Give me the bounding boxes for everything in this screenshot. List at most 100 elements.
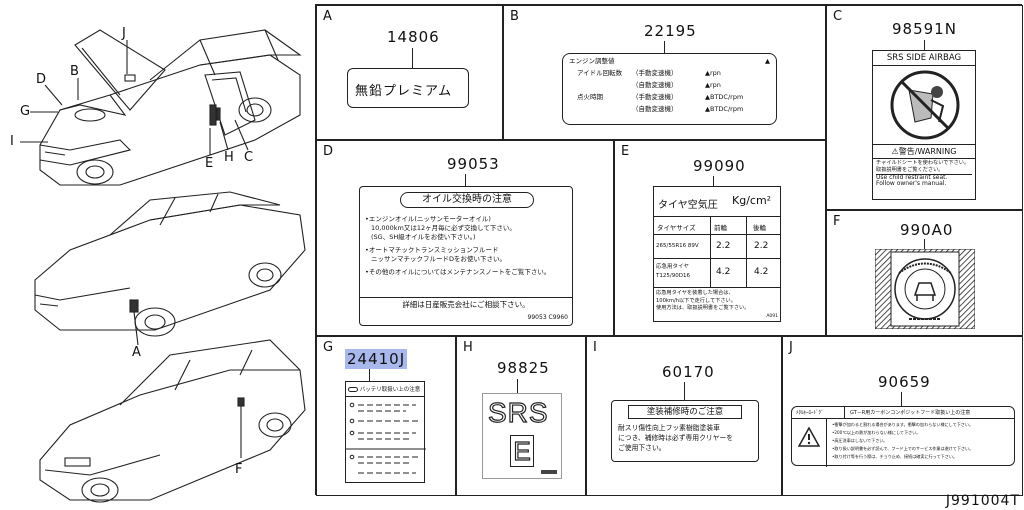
- cell-letter: C: [833, 9, 843, 24]
- row-transmission: （手動変速機）: [632, 93, 678, 101]
- warning-en-line: Follow owner's manual.: [876, 180, 947, 188]
- srs-text: SRS: [487, 396, 549, 428]
- battery-label-title: バッテリ取扱い上の注意: [359, 387, 421, 393]
- cell-letter: J: [789, 340, 793, 355]
- table-header: タイヤサイズ: [657, 224, 696, 232]
- row-item-name: 点火時期: [577, 93, 603, 101]
- warning-jp-line: チャイルドシートを使わないで下さい。: [876, 160, 970, 166]
- tire-label-code: A091: [766, 313, 778, 319]
- leader-line: [369, 369, 370, 381]
- cell-letter: F: [833, 214, 841, 229]
- srs-label: SRS E: [482, 393, 562, 479]
- warning-triangle-icon: ⚠: [891, 147, 899, 156]
- part-number: 22195: [644, 22, 697, 40]
- carbon-hood-line: •高圧洗車はしないで下さい。: [832, 438, 888, 443]
- carbon-hood-header-right: GT－R用カーボンコンポジットフード取扱い上の注意: [850, 410, 971, 416]
- label-grid: A 14806 無鉛プレミアム B 22195 エンジン調整値 ▲ アイドル回転…: [315, 4, 1023, 496]
- leader-line: [901, 392, 902, 406]
- cell-letter: I: [593, 340, 597, 355]
- table-header-row: タイヤサイズ 前輪 後輪: [654, 217, 780, 235]
- engine-tuning-header: エンジン調整値: [569, 57, 615, 65]
- rear-pressure: 4.2: [754, 267, 769, 277]
- table-col-divider: [710, 217, 711, 287]
- part-number: 90659: [878, 373, 931, 391]
- row-transmission: （自動変速機）: [632, 81, 678, 89]
- car-middle-illustration: [34, 191, 306, 346]
- row-value: ▲BTDC/rpm: [705, 93, 744, 101]
- warning-triangle-icon: [798, 427, 820, 447]
- callout-E: E: [205, 156, 214, 171]
- cell-E: E 99090 タイヤ空気圧 Kg/cm² タイヤサイズ 前輪 後輪 265/5…: [614, 140, 826, 336]
- row-value: ▲rpn: [705, 81, 721, 89]
- cell-G: G 24410J バッテリ取扱い上の注意: [316, 336, 456, 496]
- paint-repair-title: 塗装補修時のご注意: [628, 405, 742, 419]
- carbon-hood-header-left: ﾒﾀﾙﾎｰﾛｰﾄﾞｸﾞ: [796, 410, 824, 416]
- carbon-hood-line: •衝撃が加わると割れる場合があります。衝撃の加わらない様にして下さい。: [832, 422, 974, 427]
- battery-label-text-placeholder: [346, 402, 426, 474]
- oil-change-line: •その他のオイルについてはメンテナンスノートをご覧下さい。: [365, 268, 551, 276]
- callout-B: B: [70, 64, 79, 79]
- oil-change-title: オイル交換時の注意: [400, 192, 534, 208]
- warning-body: チャイルドシートを使わないで下さい。 取扱説明書をご覧ください。 Use chi…: [873, 159, 975, 189]
- warning-heading: ⚠警告/WARNING: [873, 144, 975, 159]
- fuel-label: 無鉛プレミアム: [347, 68, 469, 108]
- header-divider: [844, 407, 845, 419]
- carbon-hood-line: •取り扱い説明書を必ず読んで、フード上でのサービス作業は避けて下さい。: [832, 446, 974, 451]
- cell-letter: A: [323, 9, 332, 24]
- part-number: 99053: [447, 155, 500, 173]
- table-header: 後輪: [753, 224, 766, 232]
- cell-D: D 99053 オイル交換時の注意 •エンジンオイル(ニッサンモーターオイル) …: [316, 140, 614, 336]
- callout-J: J: [122, 26, 126, 41]
- table-row: 265/55R16 89V 2.2 2.2: [654, 235, 780, 259]
- table-col-divider: [746, 217, 747, 287]
- cell-I: I 60170 塗装補修時のご注意 耐スリ傷性向上フッ素樹脂塗装車 につき、補修…: [586, 336, 782, 496]
- tire-size: 265/55R16 89V: [656, 243, 699, 249]
- tire-pressure-title: タイヤ空気圧: [658, 200, 718, 211]
- vehicle-illustration-panel: J D B G I E H C A F: [0, 0, 315, 510]
- part-number: 99090: [693, 157, 746, 175]
- leader-line: [684, 382, 685, 400]
- cell-H: H 98825 SRS E: [456, 336, 586, 496]
- front-pressure: 2.2: [716, 241, 731, 251]
- callout-H: H: [224, 150, 234, 165]
- cell-letter: G: [323, 340, 334, 355]
- row-transmission: （手動変速機）: [632, 69, 678, 77]
- warning-jp-line: 取扱説明書をご覧ください。: [876, 166, 944, 173]
- cell-B: B 22195 エンジン調整値 ▲ アイドル回転数 （手動変速機） ▲rpn （…: [503, 5, 826, 140]
- leader-line: [465, 174, 466, 186]
- oil-change-line: •エンジンオイル(ニッサンモーターオイル): [365, 215, 491, 223]
- paint-repair-line: につき、補修時は必ず専用クリヤーを: [618, 434, 734, 442]
- callout-C: C: [244, 150, 254, 165]
- cell-letter: H: [463, 340, 473, 355]
- row-value: ▲rpn: [705, 69, 721, 77]
- oil-change-line: (SG、SH級オイルをお使い下さい。): [371, 233, 476, 241]
- paint-repair-body: 耐スリ傷性向上フッ素樹脂塗装車 につき、補修時は必ず専用クリヤーを ご使用下さい…: [618, 423, 733, 453]
- divider: [360, 297, 572, 298]
- oil-change-body: •エンジンオイル(ニッサンモーターオイル) 10,000km又は12ヶ月毎に必ず…: [365, 215, 550, 277]
- paint-repair-label: 塗装補修時のご注意 耐スリ傷性向上フッ素樹脂塗装車 につき、補修時は必ず専用クリ…: [611, 400, 759, 462]
- part-number: 60170: [662, 363, 715, 381]
- car-top-illustration: [20, 29, 302, 186]
- oil-change-line: 10,000km又は12ヶ月毎に必ず交換して下さい。: [371, 224, 516, 232]
- carbon-hood-header: ﾒﾀﾙﾎｰﾛｰﾄﾞｸﾞ GT－R用カーボンコンポジットフード取扱い上の注意: [792, 407, 1014, 419]
- oil-change-footer: 詳細は日産販売会社にご相談下さい。: [402, 300, 530, 309]
- callout-F: F: [235, 462, 243, 477]
- car-bottom-illustration: [39, 339, 306, 503]
- oil-change-label: オイル交換時の注意 •エンジンオイル(ニッサンモーターオイル) 10,000km…: [359, 186, 573, 326]
- body-divider: [826, 419, 827, 467]
- carbon-hood-line: •200℃以上の熱が加わらない様にして下さい。: [832, 430, 921, 435]
- leader-line: [412, 48, 413, 68]
- cell-F: F 990A0: [826, 210, 1023, 336]
- leader-line: [664, 41, 665, 53]
- side-airbag-label: SRS SIDE AIRBAG ⚠警告/WARNING チャイルドシートを使わな…: [872, 50, 976, 200]
- leader-line: [924, 239, 925, 249]
- front-pressure: 4.2: [716, 267, 731, 277]
- srs-small-code: [541, 470, 557, 474]
- battery-label-header: バッテリ取扱い上の注意: [346, 382, 424, 397]
- row-transmission: （自動変速機）: [632, 105, 678, 113]
- tire-note: 応急用タイヤを装着した場合は、: [656, 290, 734, 296]
- tire-note: 100km/h以下で走行して下さい。: [656, 297, 736, 304]
- part-number: 98591N: [892, 20, 957, 38]
- diagram-code: J991004T: [945, 493, 1020, 509]
- battery-label: バッテリ取扱い上の注意: [345, 381, 426, 483]
